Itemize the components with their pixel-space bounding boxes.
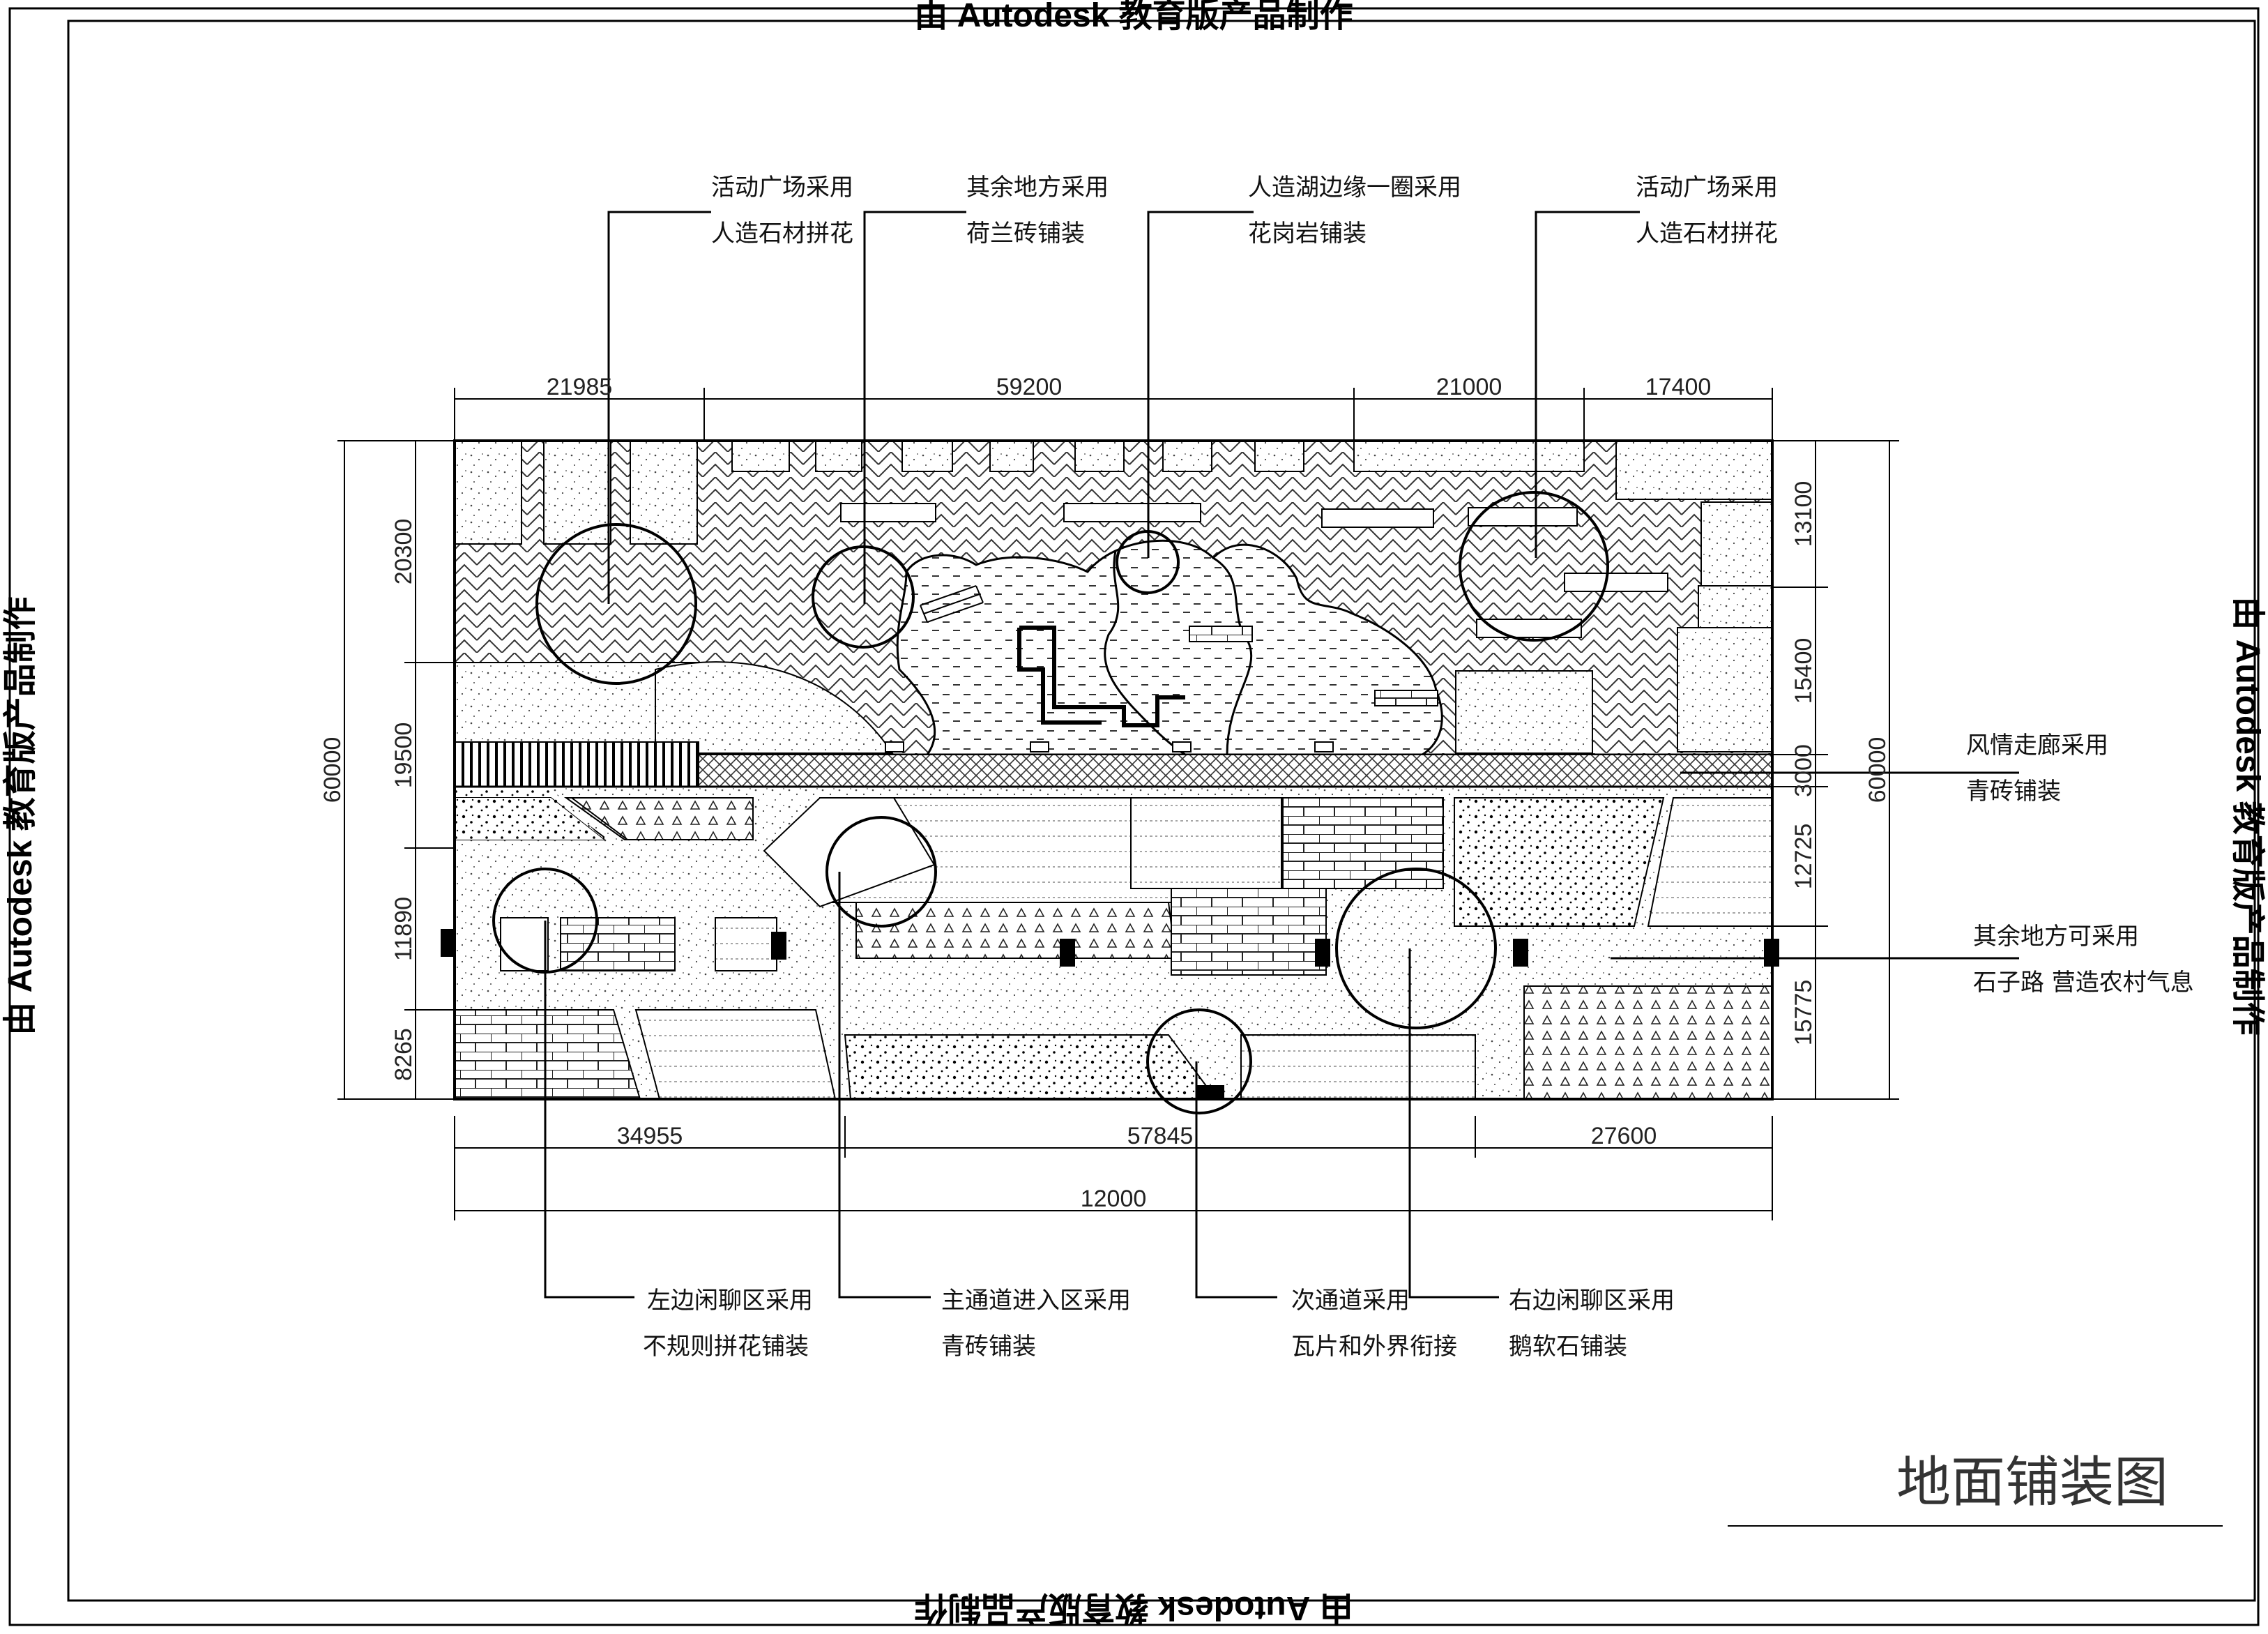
lake-stepping-path: [1017, 626, 1185, 727]
plan-outline: [453, 439, 1774, 1100]
stone-slab: [543, 440, 611, 545]
annotation-line1: 次通道采用: [1291, 1287, 1410, 1315]
dim-bottom-0: 34955: [617, 1123, 683, 1149]
dim-left-2: 11890: [390, 897, 417, 961]
annotation-line2: 人造石材拼花: [1636, 220, 1778, 248]
dim-bottom-1: 57845: [1127, 1123, 1194, 1149]
bottom-annotation-2: 次通道采用 瓦片和外界衔接: [1291, 1287, 1457, 1361]
annotation-line1: 风情走廊采用: [1966, 732, 2108, 759]
dim-right-2: 3000: [1790, 744, 1817, 797]
annotation-line2: 花岗岩铺装: [1248, 220, 1367, 248]
annotation-line1: 其余地方采用: [966, 174, 1109, 202]
dim-right-3: 12725: [1790, 824, 1817, 890]
lake-bridge-plank: [1374, 690, 1438, 706]
top-annotation-2: 人造湖边缘一圈采用 花岗岩铺装: [1248, 174, 1461, 248]
left-tri-paving-true: [570, 797, 754, 840]
sheet-inner-border: [67, 20, 2256, 1602]
brick-paving-center: [1282, 797, 1444, 889]
top-paving-blocks: [731, 440, 1773, 500]
bottom-annotation-3: 右边闲聊区采用 鹅软石铺装: [1509, 1287, 1675, 1361]
grid-paving-bottom: [634, 1009, 837, 1100]
triangle-paving-center: [855, 902, 1177, 959]
watermark-bottom: 由 Autodesk 教育版产品制作: [914, 1589, 1353, 1626]
dim-right-4: 15775: [1790, 980, 1817, 1046]
right-stone-slabs: [1455, 501, 1773, 754]
triangle-paving-right: [1523, 985, 1773, 1100]
irregular-brick-bottom: [454, 1009, 641, 1100]
annotation-line2: 石子路 营造农村气息: [1973, 969, 2194, 997]
irregular-paving-small: [715, 917, 777, 971]
top-annotation-3: 活动广场采用 人造石材拼花: [1636, 174, 1778, 248]
dim-top-2: 21000: [1436, 374, 1502, 400]
leader-lines: [544, 211, 2019, 1299]
irregular-paving-left-brick: [560, 917, 676, 971]
dim-right-1: 15400: [1790, 638, 1817, 704]
annotation-line2: 不规则拼花铺装: [643, 1333, 809, 1361]
brick-paving-lower: [1171, 888, 1327, 976]
annotation-line1: 活动广场采用: [711, 174, 853, 202]
annotation-line2: 人造石材拼花: [711, 220, 853, 248]
artificial-lake: [896, 539, 1443, 756]
annotation-line2: 青砖铺装: [941, 1333, 1036, 1361]
dim-left-3: 8265: [390, 1028, 417, 1081]
annotation-line2: 青砖铺装: [1966, 778, 2061, 805]
dim-top-1: 59200: [996, 374, 1063, 400]
annotation-line2: 瓦片和外界衔接: [1291, 1333, 1457, 1361]
annotation-line1: 其余地方可采用: [1973, 923, 2139, 951]
pebble-right-area: [1454, 797, 1665, 927]
round-granite-mound: [655, 661, 894, 754]
right-annotation-1: 其余地方可采用 石子路 营造农村气息: [1973, 923, 2194, 997]
top-annotation-0: 活动广场采用 人造石材拼花: [711, 174, 853, 248]
watermark-left: 由 Autodesk 教育版产品制作: [2, 596, 39, 1035]
watermark-right: 由 Autodesk 教育版产品制作: [2229, 596, 2266, 1035]
stone-slab: [630, 440, 698, 545]
dim-right-0: 13100: [1790, 481, 1817, 547]
dim-bottom-2: 27600: [1591, 1123, 1657, 1149]
sheet-outer-border: [8, 7, 2260, 1626]
annotation-line2: 鹅软石铺装: [1509, 1333, 1627, 1361]
annotation-line1: 主通道进入区采用: [941, 1287, 1131, 1315]
annotation-line2: 荷兰砖铺装: [966, 220, 1085, 248]
dimension-lines: [337, 388, 1899, 1220]
pebble-secondary-path: [844, 1034, 1217, 1100]
secondary-paving: [1130, 797, 1282, 889]
annotation-line1: 活动广场采用: [1636, 174, 1778, 202]
dim-bottom-total: 12000: [1081, 1186, 1147, 1212]
watermark-top: 由 Autodesk 教育版产品制作: [914, 0, 1353, 34]
drawing-title: 地面铺装图: [1896, 1451, 2168, 1514]
annotation-line1: 右边闲聊区采用: [1509, 1287, 1675, 1315]
lower-left-pebbles: [455, 798, 604, 840]
annotation-line1: 人造湖边缘一圈采用: [1248, 174, 1461, 202]
top-annotation-1: 其余地方采用 荷兰砖铺装: [966, 174, 1109, 248]
right-annotation-0: 风情走廊采用 青砖铺装: [1966, 732, 2108, 805]
feature-corridor: [698, 754, 1773, 787]
bottom-annotation-1: 主通道进入区采用 青砖铺装: [941, 1287, 1131, 1361]
dim-left-0: 20300: [390, 519, 417, 585]
irregular-paving-left: [500, 917, 549, 971]
lamp-markers: [441, 929, 1779, 1100]
dim-top-3: 17400: [1645, 374, 1712, 400]
dim-left-1: 19500: [390, 723, 417, 789]
stone-slab: [454, 440, 522, 545]
bottom-annotation-0: 左边闲聊区采用 不规则拼花铺装: [643, 1287, 813, 1361]
dim-top-0: 21985: [547, 374, 613, 400]
lower-left-blank: [763, 797, 936, 908]
annotation-line1: 左边闲聊区采用: [647, 1287, 813, 1315]
lake-stairs: [920, 585, 984, 623]
dim-right-total: 60000: [1864, 737, 1891, 803]
dim-left-total: 60000: [319, 737, 346, 803]
tile-secondary-path: [1240, 1034, 1476, 1100]
lake-bridge-plank: [1189, 626, 1253, 642]
site-plan: [441, 439, 1779, 1114]
